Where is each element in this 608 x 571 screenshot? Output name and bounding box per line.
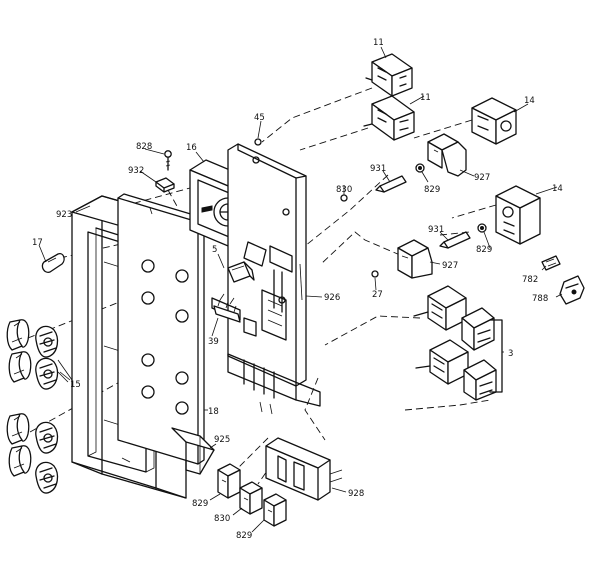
- label-5: 5: [212, 245, 217, 255]
- shaft-931-upper: [375, 175, 407, 193]
- motor-14-lower: [495, 185, 541, 245]
- label-925: 925: [214, 435, 230, 445]
- switch-block-3: [413, 285, 503, 401]
- label-45: 45: [254, 113, 265, 123]
- label-828: 828: [136, 142, 152, 152]
- bracket-928: [265, 437, 343, 501]
- shaft-931-lower: [439, 231, 471, 249]
- washer-829-upper: [415, 163, 425, 173]
- part-labels: 11 11 14 14 45 16 828 932 923 17 931 830…: [32, 38, 563, 541]
- knob: [35, 461, 59, 494]
- label-17: 17: [32, 238, 43, 248]
- knob: [35, 325, 59, 358]
- connector-788: [559, 275, 585, 305]
- nut-830: [340, 194, 348, 202]
- label-829-lower: 829: [476, 245, 492, 255]
- label-931-upper: 931: [370, 164, 386, 174]
- label-931-lower: 931: [428, 225, 444, 235]
- label-927-upper: 927: [474, 173, 490, 183]
- knob: [6, 319, 30, 351]
- label-14-upper: 14: [524, 96, 535, 106]
- lamp-17: [41, 253, 65, 273]
- screw-828: [164, 150, 172, 171]
- knob: [35, 421, 59, 454]
- clip-932: [155, 177, 175, 193]
- label-788: 788: [532, 294, 548, 304]
- knob: [8, 351, 32, 383]
- bracket-927-upper: [427, 133, 467, 177]
- connector-39: [213, 299, 241, 323]
- label-927-lower: 927: [442, 261, 458, 271]
- label-932: 932: [128, 166, 144, 176]
- label-782: 782: [522, 275, 538, 285]
- label-27: 27: [372, 290, 383, 300]
- label-11-lower: 11: [420, 93, 431, 103]
- label-829-bottom-right: 829: [236, 531, 252, 541]
- switch-11-lower: [363, 95, 415, 141]
- label-830-bottom: 830: [214, 514, 230, 524]
- label-11-upper: 11: [373, 38, 384, 48]
- switch-830-lower: [239, 481, 263, 515]
- knob: [35, 357, 59, 390]
- switch-829-lower-left: [217, 463, 241, 499]
- chassis-926: [211, 143, 321, 415]
- switch-11-upper: [365, 53, 413, 97]
- label-15: 15: [70, 380, 81, 390]
- label-829-upper: 829: [424, 185, 440, 195]
- bracket-925: [171, 427, 215, 475]
- label-leaders: [38, 46, 563, 533]
- label-16: 16: [186, 143, 197, 153]
- control-panel-18: [117, 193, 205, 465]
- knob: [6, 413, 30, 445]
- label-18: 18: [208, 407, 219, 417]
- label-928: 928: [348, 489, 364, 499]
- label-829-bottom-left: 829: [192, 499, 208, 509]
- connector-782: [541, 255, 561, 271]
- bracket-927-lower: [397, 239, 433, 279]
- label-830-upper: 830: [336, 185, 352, 195]
- nut-27: [371, 270, 379, 278]
- switch-829-lower-right: [263, 493, 287, 527]
- label-923: 923: [56, 210, 72, 220]
- label-39: 39: [208, 337, 219, 347]
- screw-45: [254, 138, 262, 146]
- label-14-lower: 14: [552, 184, 563, 194]
- label-3: 3: [508, 349, 513, 359]
- washer-829-lower: [477, 223, 487, 233]
- label-926: 926: [324, 293, 340, 303]
- switch-5: [227, 261, 255, 283]
- knob: [8, 445, 32, 477]
- control-knobs-15: [6, 319, 73, 494]
- motor-14-upper: [471, 97, 517, 145]
